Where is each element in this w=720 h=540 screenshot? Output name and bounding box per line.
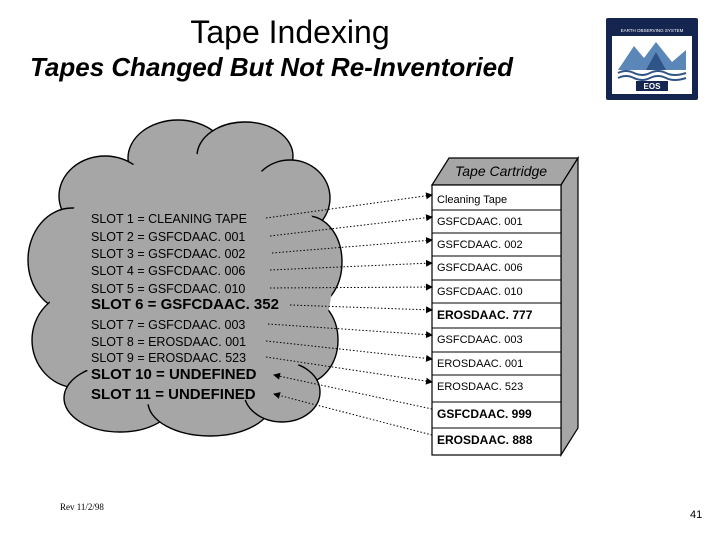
tape-cell-label: GSFCDAAC. 010 — [437, 286, 523, 298]
logo-top-text: EARTH OBSERVING SYSTEM — [621, 28, 684, 33]
slot-label: SLOT 6 = GSFCDAAC. 352 — [91, 296, 279, 313]
slot-label: SLOT 3 = GSFCDAAC. 002 — [91, 247, 246, 261]
tape-cell-label: GSFCDAAC. 006 — [437, 262, 523, 274]
slot-label: SLOT 4 = GSFCDAAC. 006 — [91, 264, 246, 278]
connector-arrow — [269, 214, 433, 237]
tape-cell-label: GSFCDAAC. 002 — [437, 239, 523, 251]
tape-cell-label: GSFCDAAC. 003 — [437, 334, 523, 346]
slot-label: SLOT 7 = GSFCDAAC. 003 — [91, 318, 246, 332]
connector-arrow — [289, 304, 433, 314]
tape-cell-label: GSFCDAAC. 999 — [437, 407, 532, 421]
slot-label: SLOT 5 = GSFCDAAC. 010 — [91, 282, 246, 296]
tape-cell-label: EROSDAAC. 777 — [437, 308, 533, 322]
connector-arrow — [271, 236, 433, 254]
tape-cell-label: EROSDAAC. 523 — [437, 381, 524, 393]
thought-cloud-fill — [48, 154, 332, 410]
connector-arrow — [269, 259, 433, 271]
tape-cell-label: EROSDAAC. 001 — [437, 358, 524, 370]
eos-logo-graphic: EARTH OBSERVING SYSTEM EOS — [612, 24, 692, 94]
page-title: Tape Indexing — [190, 14, 390, 50]
tape-cell-label: GSFCDAAC. 001 — [437, 216, 523, 228]
page-number: 41 — [690, 509, 703, 521]
connector-arrow — [273, 392, 433, 436]
page-subtitle: Tapes Changed But Not Re-Inventoried — [30, 52, 513, 82]
slot-label: SLOT 11 = UNDEFINED — [91, 386, 256, 403]
connector-arrow — [267, 323, 433, 339]
slot-label: SLOT 2 = GSFCDAAC. 001 — [91, 230, 246, 244]
slot-label: SLOT 9 = EROSDAAC. 523 — [91, 351, 247, 365]
logo-badge-text: EOS — [644, 82, 662, 91]
tape-cell-label: EROSDAAC. 888 — [437, 433, 533, 447]
slot-label: SLOT 10 = UNDEFINED — [91, 366, 257, 383]
eos-logo: EARTH OBSERVING SYSTEM EOS — [606, 18, 698, 100]
connector-arrow — [273, 372, 433, 410]
tape-cell-label: Cleaning Tape — [437, 194, 508, 206]
revision-note: Rev 11/2/98 — [60, 502, 104, 512]
slot-label: SLOT 8 = EROSDAAC. 001 — [91, 335, 247, 349]
tape-cartridge — [430, 155, 580, 458]
slot-label: SLOT 1 = CLEANING TAPE — [91, 212, 247, 226]
slot-connectors — [265, 192, 433, 436]
tape-cartridge-label: Tape Cartridge — [455, 163, 548, 179]
connector-arrow — [269, 283, 433, 291]
